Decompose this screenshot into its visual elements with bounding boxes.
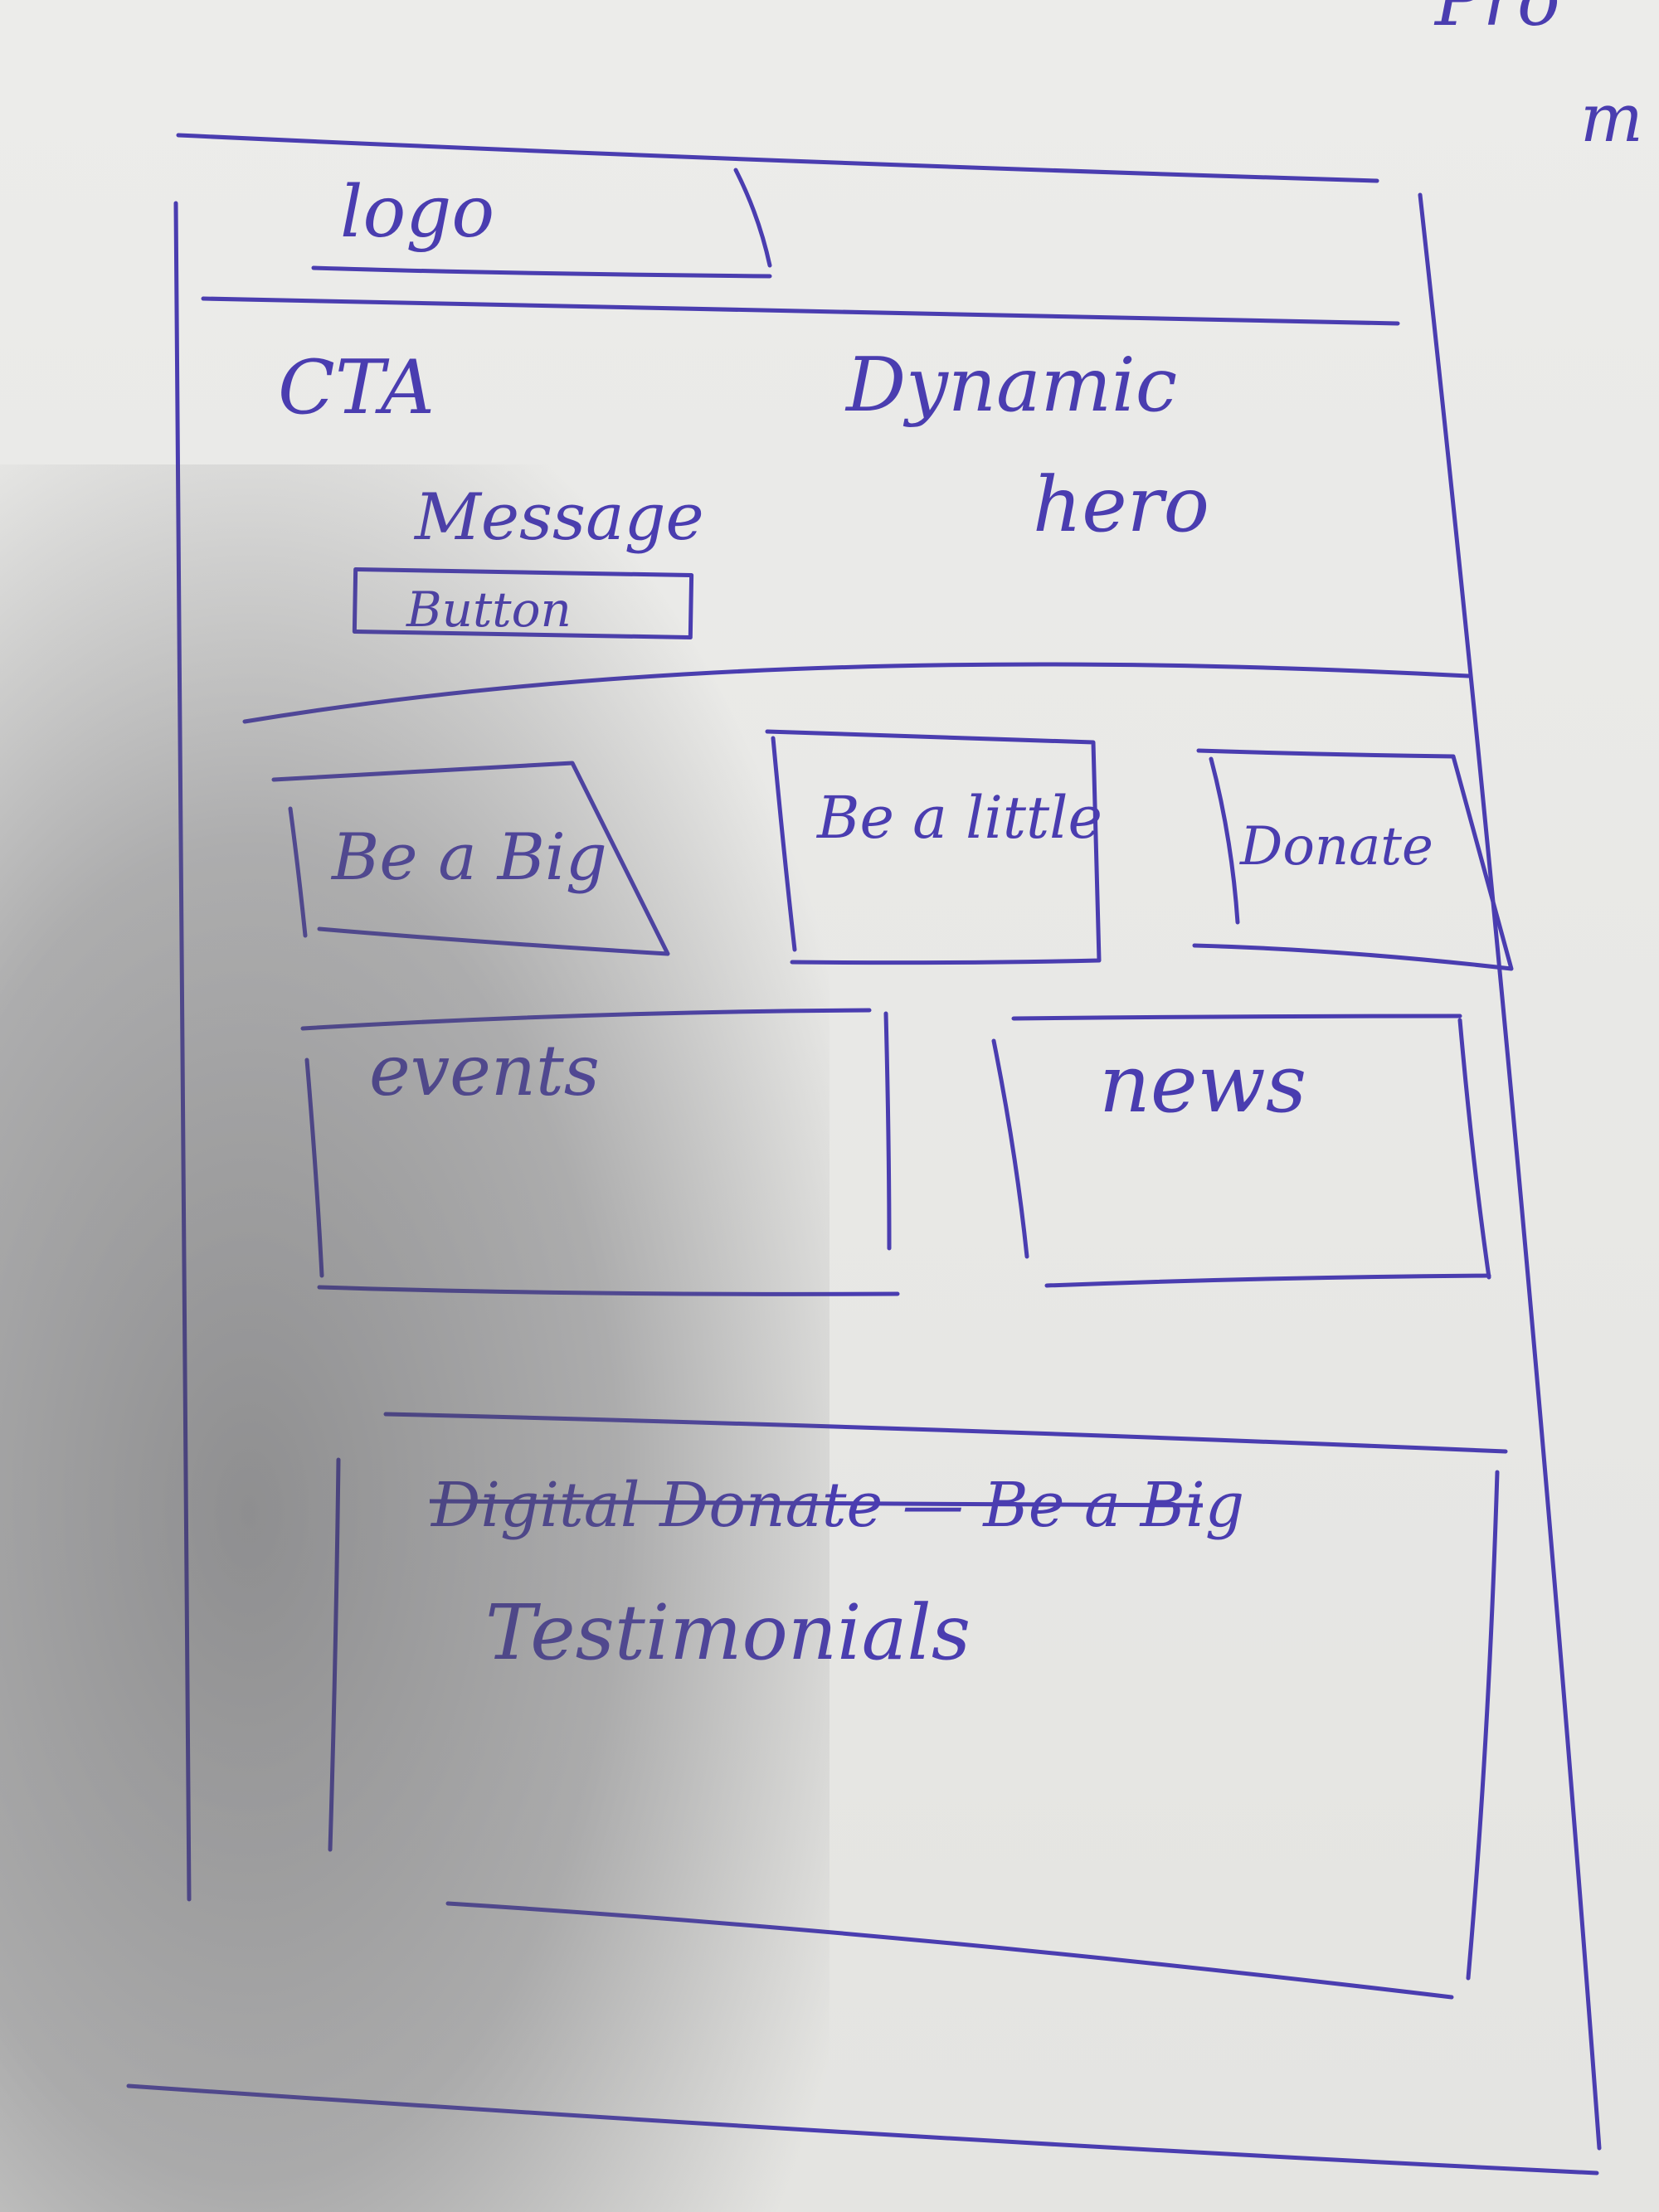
- cta-label: CTA: [278, 344, 435, 431]
- edge-note-line2: m: [1580, 80, 1643, 157]
- tile-donate-label: Donate: [1239, 816, 1433, 878]
- tile-be-a-big-label: Be a Big: [330, 820, 607, 895]
- cta-message: Message: [413, 480, 704, 555]
- cta-button-label: Button: [406, 581, 572, 638]
- header-section: [201, 168, 1400, 326]
- testimonials-struck-heading: Digital Donate — Be a Big: [430, 1470, 1244, 1541]
- logo-label: logo: [340, 171, 494, 254]
- dynamic-hero-line1: Dynamic: [844, 342, 1177, 429]
- card-news-label: news: [1099, 1038, 1306, 1130]
- tile-be-a-little-label: Be a little: [815, 784, 1102, 852]
- page-frame: [126, 133, 1602, 2176]
- card-events-label: events: [369, 1030, 600, 1111]
- tile-donate: [1192, 748, 1514, 971]
- testimonials-label: Testimonials: [485, 1588, 971, 1677]
- dynamic-hero-line2: hero: [1033, 460, 1209, 549]
- edge-note-line1: Pro: [1433, 0, 1560, 42]
- card-news: [991, 1014, 1491, 1288]
